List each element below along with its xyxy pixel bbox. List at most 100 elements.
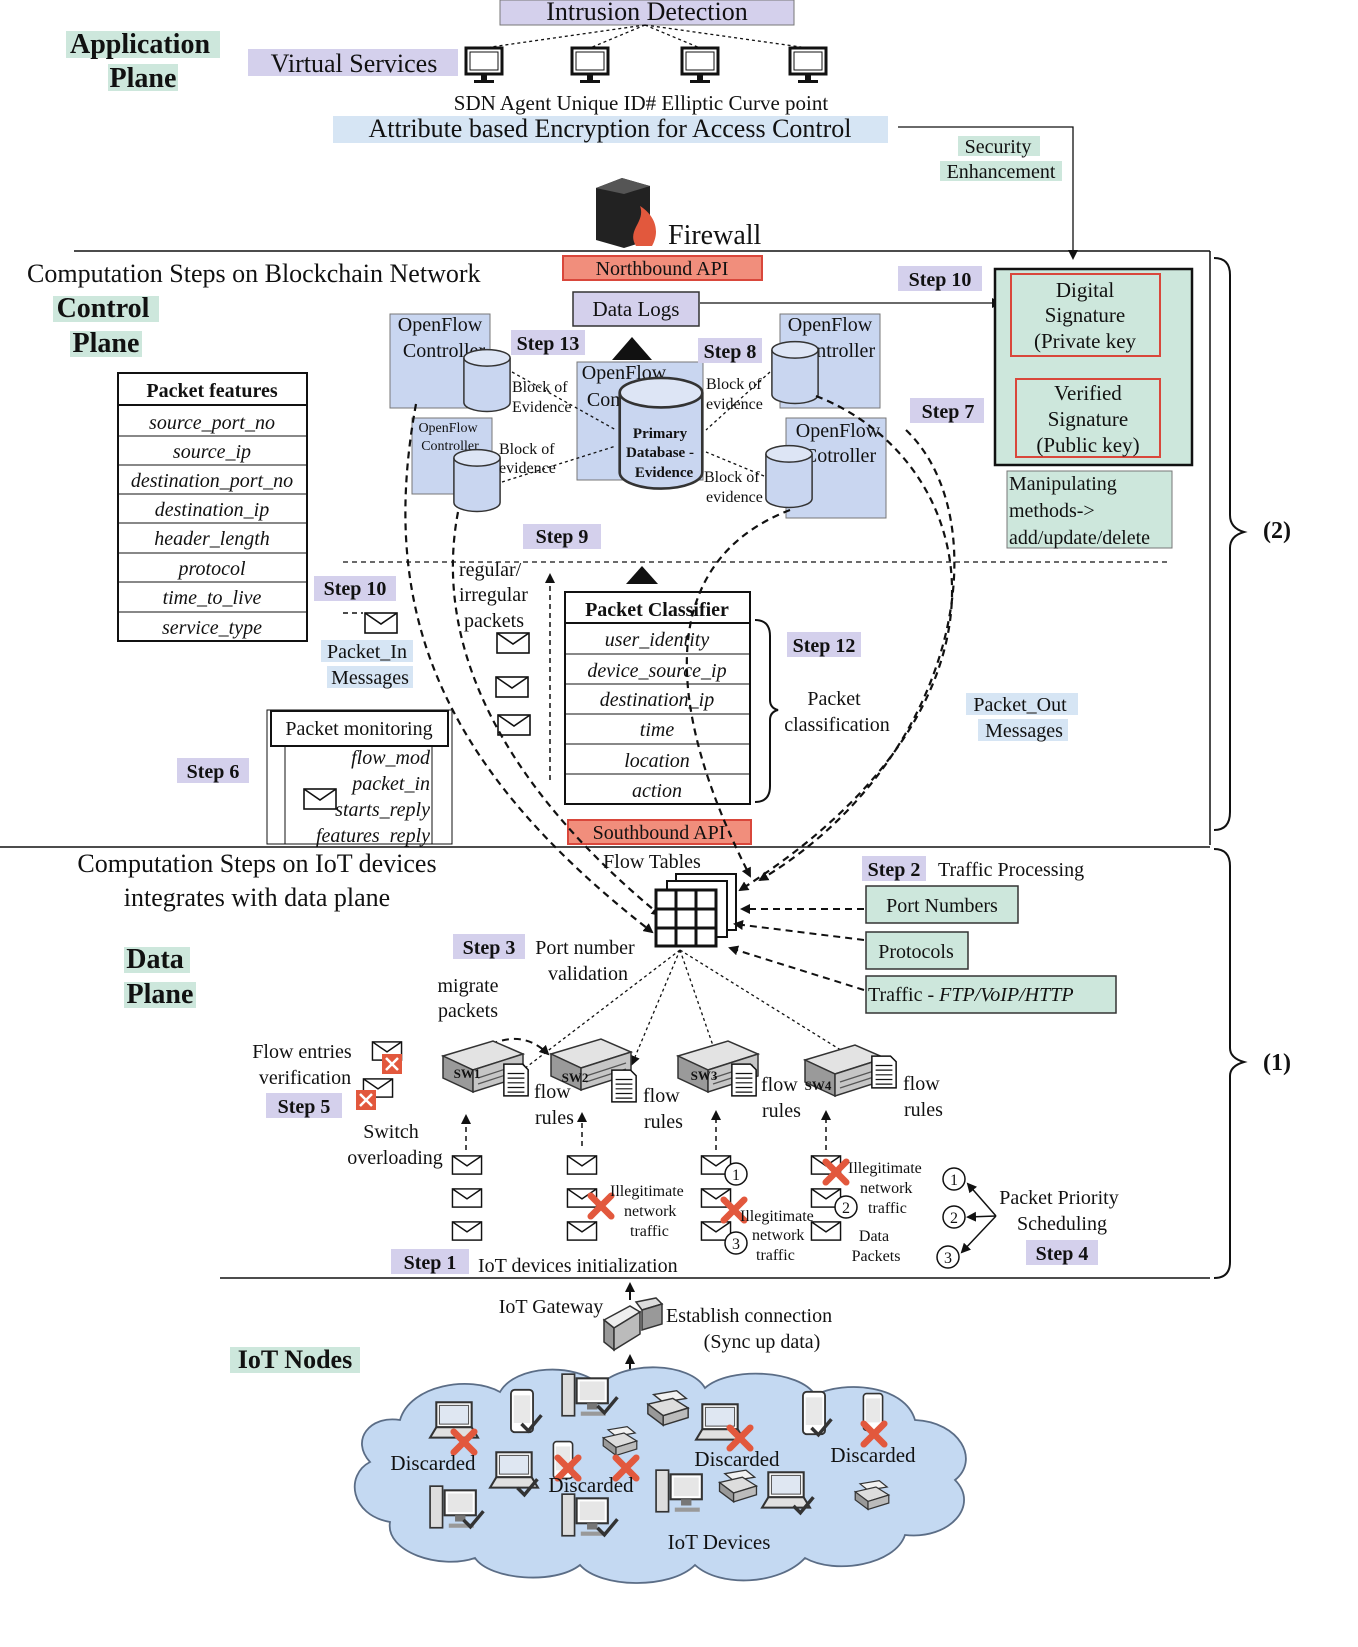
packet-priority-label: Scheduling bbox=[1017, 1213, 1107, 1235]
traffic-prefix: Traffic - bbox=[868, 984, 939, 1006]
packet-in-box2 bbox=[327, 666, 413, 688]
control-plane: (2) Computation Steps on Blockchain Netw… bbox=[0, 250, 1291, 934]
iot-devices-label: IoT Devices bbox=[668, 1530, 771, 1554]
flow-entries-label: verification bbox=[259, 1067, 351, 1089]
migrate-packets-label: migrate bbox=[437, 975, 498, 997]
priority-number: 1 bbox=[732, 1167, 740, 1184]
data-plane-label-1: Data bbox=[126, 944, 184, 975]
envelope-icon bbox=[451, 1221, 483, 1241]
packet-out-label: Packet_Out bbox=[973, 694, 1067, 716]
regular-packets-label: irregular bbox=[459, 584, 528, 606]
data-logs-box bbox=[572, 291, 700, 327]
step-6-label: Step 6 bbox=[187, 761, 240, 783]
packet-classifier-table: Packet Classifier user_identity device_s… bbox=[564, 591, 751, 805]
primary-db-label: Database - bbox=[626, 445, 694, 461]
flow-tables-icon bbox=[654, 873, 737, 948]
data-plane-label-bg bbox=[124, 947, 190, 973]
security-enhancement-arrow bbox=[898, 126, 1078, 260]
port-numbers-box bbox=[865, 885, 1019, 924]
priority-circle bbox=[724, 1231, 748, 1255]
traffic-types: FTP/VoIP/HTTP bbox=[938, 984, 1073, 1006]
document-icon bbox=[731, 1063, 757, 1097]
data-plane-label-bg2 bbox=[124, 982, 196, 1008]
step-2-badge bbox=[862, 856, 926, 881]
illegitimate-label: network bbox=[624, 1203, 676, 1220]
data-logs-triangle bbox=[612, 337, 652, 360]
block-evidence-label: Evidence bbox=[512, 399, 572, 416]
packet-priority-label: Packet Priority bbox=[999, 1187, 1118, 1209]
protocols-label: Protocols bbox=[878, 941, 954, 963]
digital-signature-label: Signature bbox=[1045, 303, 1125, 327]
control-plane-label-2: Plane bbox=[73, 328, 140, 359]
monitoring-item: starts_reply bbox=[335, 799, 430, 821]
priority-number: 3 bbox=[944, 1250, 952, 1267]
envelope-icon bbox=[496, 632, 530, 654]
block-evidence-label: evidence bbox=[499, 460, 556, 477]
step-1-label: Step 1 bbox=[404, 1252, 457, 1274]
discarded-label: Discarded bbox=[548, 1473, 634, 1497]
controller-label: Cotroller bbox=[804, 445, 877, 467]
illegitimate-label: traffic bbox=[868, 1200, 907, 1217]
packet-monitoring-title: Packet monitoring bbox=[285, 718, 432, 740]
establish-label: (Sync up data) bbox=[704, 1331, 821, 1353]
step-8-label: Step 8 bbox=[704, 341, 757, 363]
flow-rules-label: flow bbox=[903, 1073, 940, 1095]
priority-number: 2 bbox=[950, 1210, 958, 1227]
packet-classification-label: Packet bbox=[807, 688, 861, 710]
monitor-icon bbox=[788, 46, 828, 85]
application-plane-label-bg bbox=[66, 31, 220, 58]
step-2-label: Step 2 bbox=[868, 859, 921, 881]
packet-in-label: Messages bbox=[331, 667, 409, 689]
packet-out-box bbox=[966, 693, 1078, 715]
controller-label: OpenFlow bbox=[418, 421, 478, 436]
packet-in-label: Packet_In bbox=[327, 641, 407, 663]
data-plane-label-2: Plane bbox=[127, 979, 194, 1010]
step-7-badge bbox=[910, 398, 984, 423]
switch-overloading-label: overloading bbox=[347, 1147, 443, 1169]
packet-feature-item: header_length bbox=[154, 528, 270, 550]
envelope-icon bbox=[495, 676, 529, 698]
classifier-item: destination_ip bbox=[600, 689, 714, 711]
primary-db-label: Primary bbox=[633, 426, 688, 442]
illegitimate-label: traffic bbox=[756, 1247, 795, 1264]
step-10-mid-badge bbox=[314, 576, 396, 601]
step-4-badge bbox=[1026, 1240, 1098, 1265]
step-10-top-badge bbox=[898, 266, 982, 291]
envelope-icon bbox=[497, 714, 531, 736]
northbound-api-box bbox=[562, 255, 763, 281]
packet-out-label: Messages bbox=[985, 720, 1063, 742]
sdn-agent-label: SDN Agent Unique ID# Elliptic Curve poin… bbox=[454, 91, 829, 115]
verified-signature-box bbox=[1015, 378, 1161, 458]
blockchain-links bbox=[501, 371, 771, 483]
monitoring-item: flow_mod bbox=[351, 747, 431, 769]
port-numbers-label: Port Numbers bbox=[886, 895, 998, 917]
traffic-label: Traffic - FTP/VoIP/HTTP bbox=[868, 984, 1074, 1006]
step-4-label: Step 4 bbox=[1036, 1243, 1089, 1265]
establish-label: Establish connection bbox=[666, 1305, 832, 1327]
switch-label: SW3 bbox=[691, 1068, 718, 1083]
southbound-api-label: Southbound API bbox=[593, 822, 726, 844]
reject-x bbox=[385, 1057, 399, 1071]
migrate-arrow bbox=[479, 1037, 550, 1056]
step-10-mid-label: Step 10 bbox=[324, 578, 387, 600]
illegitimate-label: traffic bbox=[630, 1223, 669, 1240]
packet-out-box2 bbox=[978, 719, 1068, 741]
intrusion-detection-label: Intrusion Detection bbox=[546, 0, 747, 26]
control-plane-label-bg2 bbox=[70, 331, 142, 357]
envelope-icon bbox=[451, 1188, 483, 1208]
digital-signature-label: Digital bbox=[1056, 278, 1114, 302]
iot-nodes-section: IoT Gateway Establish connection (Sync u… bbox=[230, 1282, 967, 1584]
application-plane-label-bg2 bbox=[108, 64, 178, 91]
monitor-icon bbox=[570, 46, 610, 85]
manipulating-methods-box bbox=[1006, 470, 1173, 549]
traffic-box bbox=[865, 975, 1117, 1014]
priority-circle bbox=[942, 1205, 966, 1229]
security-box bbox=[958, 136, 1040, 156]
packet-classification-label: classification bbox=[784, 714, 890, 736]
packet-feature-item: destination_port_no bbox=[131, 470, 293, 492]
controller-to-flow-paths bbox=[404, 394, 956, 934]
packet-features-table: Packet features source_port_no source_ip… bbox=[117, 372, 308, 642]
classifier-item: location bbox=[624, 750, 690, 772]
control-plane-label-1: Control bbox=[57, 293, 150, 324]
